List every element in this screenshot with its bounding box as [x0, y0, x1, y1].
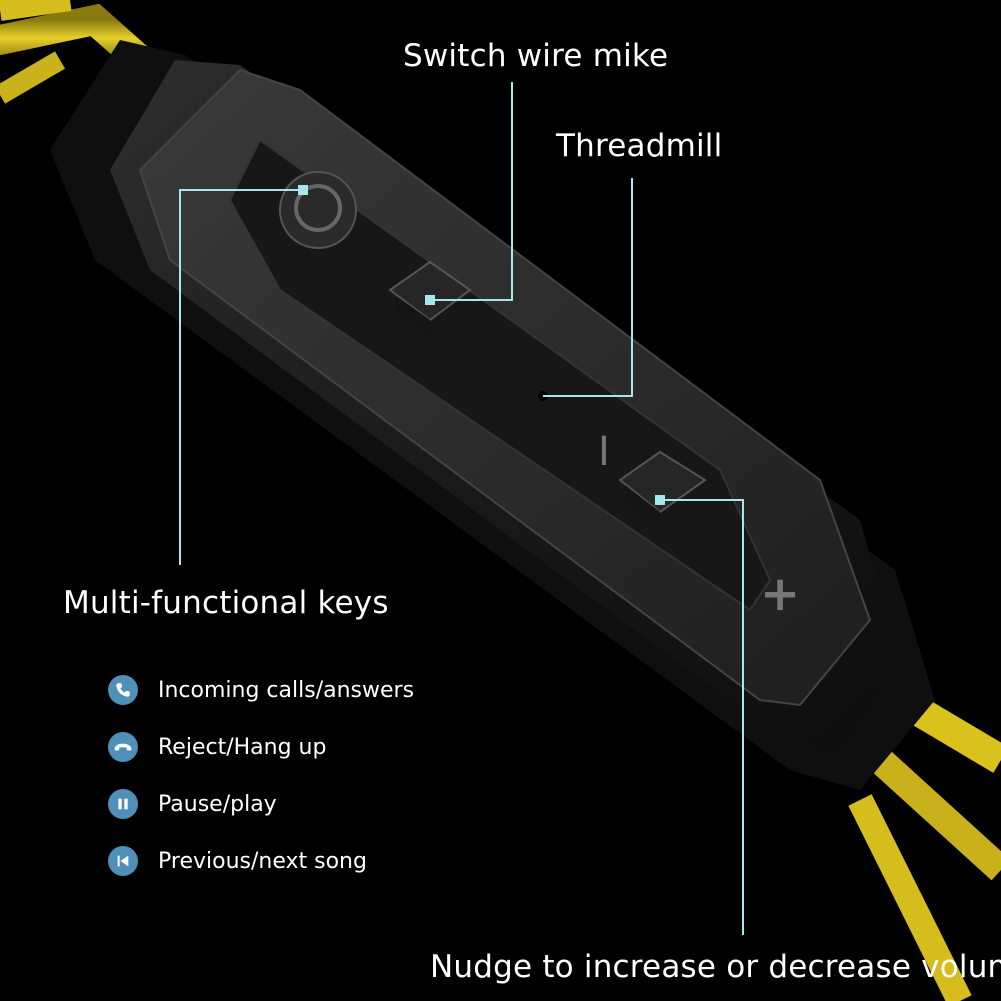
mic-switch-button — [388, 260, 472, 335]
phone-answer-icon — [108, 675, 138, 705]
legend-item-answer: Incoming calls/answers — [108, 674, 414, 706]
previous-track-icon — [108, 846, 138, 876]
legend-item-hangup: Reject/Hang up — [108, 731, 326, 763]
multi-functional-keys-label: Multi-functional keys — [63, 585, 389, 621]
legend-item-pause: Pause/play — [108, 788, 277, 820]
legend-label: Pause/play — [158, 791, 277, 817]
legend-label: Previous/next song — [158, 848, 367, 874]
phone-hangup-icon — [108, 732, 138, 762]
volume-rocker-button — [618, 450, 707, 528]
multi-function-button — [279, 171, 357, 249]
minus-symbol: I — [598, 429, 610, 475]
leader-lines — [179, 82, 744, 935]
threadmill-label: Threadmill — [556, 128, 723, 164]
legend-label: Incoming calls/answers — [158, 677, 415, 703]
legend-label: Reject/Hang up — [158, 734, 327, 760]
plus-symbol: + — [760, 566, 800, 622]
legend-item-track: Previous/next song — [108, 845, 367, 877]
switch-wire-mike-label: Switch wire mike — [403, 38, 669, 74]
volume-label: Nudge to increase or decrease volume — [430, 949, 1001, 985]
pause-icon — [108, 789, 138, 819]
